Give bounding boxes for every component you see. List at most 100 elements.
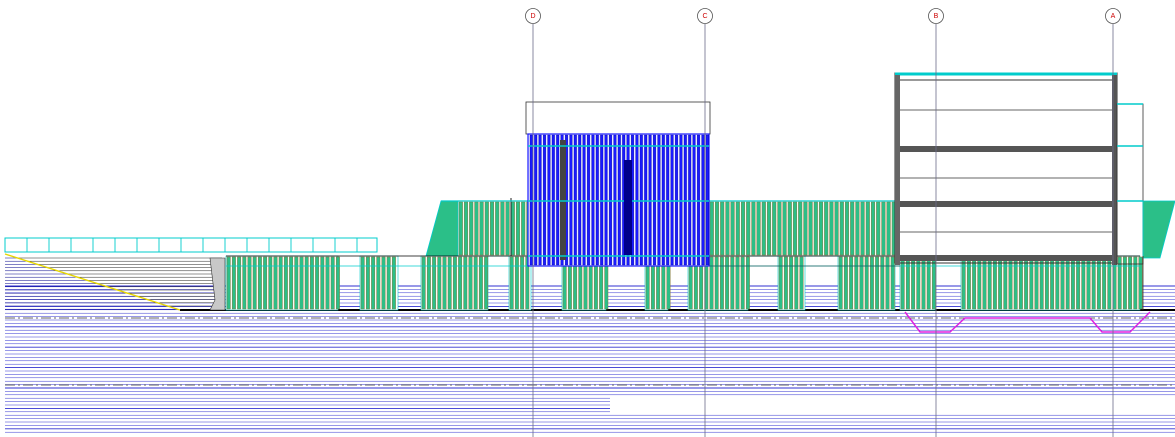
lower-facade-fin — [283, 256, 288, 310]
mid-facade-fin — [876, 201, 881, 256]
lower-facade-fin — [905, 256, 910, 310]
foundation-profile — [904, 311, 1151, 333]
lower-facade-fin — [330, 256, 335, 310]
mid-facade-fin — [829, 201, 834, 256]
balcony-column — [1116, 103, 1144, 265]
lower-facade-fin — [794, 256, 799, 310]
lower-facade-fin — [982, 256, 987, 310]
lower-facade-fin — [1034, 256, 1039, 310]
mid-facade-fin — [463, 201, 469, 256]
lower-facade-fin — [315, 256, 320, 310]
mid-facade-fin — [844, 201, 850, 256]
tower-fin — [679, 134, 683, 266]
terrace-retaining-wall — [209, 257, 226, 311]
tower-door — [624, 160, 632, 255]
tower-block — [525, 101, 711, 267]
lower-facade-fin — [714, 256, 719, 310]
grid-bubble-axis-d — [525, 8, 541, 24]
lower-facade-fin — [1122, 256, 1127, 310]
mid-facade-fin — [818, 201, 824, 256]
mid-facade-fin — [458, 201, 463, 256]
mid-facade-fin — [772, 201, 777, 256]
lower-facade-fin — [514, 256, 519, 310]
mid-facade-fin — [521, 201, 526, 256]
right-wall — [1112, 75, 1117, 265]
lower-facade-fin — [1133, 256, 1138, 310]
lower-facade-fin — [972, 256, 977, 310]
grid-label-axis-d: D — [530, 13, 535, 20]
lower-facade-fin — [437, 256, 442, 310]
lower-facade-fin — [1013, 256, 1018, 310]
tower-fin — [538, 134, 542, 266]
lower-facade-fin — [478, 256, 483, 310]
mid-facade-fin — [746, 201, 751, 256]
lower-facade-fin — [473, 256, 478, 310]
mid-facade-fin — [505, 201, 510, 256]
tower-fin — [582, 134, 586, 266]
lower-facade-fin — [1008, 256, 1013, 310]
lower-facade-fin — [992, 256, 997, 310]
mid-facade-fin — [469, 201, 474, 256]
mid-facade-fin — [886, 201, 891, 256]
lower-facade-fin — [1128, 256, 1133, 310]
lower-facade-fin — [391, 256, 396, 310]
lower-facade-fin — [1065, 256, 1070, 310]
tower-fin — [543, 134, 546, 266]
lower-facade-fin — [365, 256, 370, 310]
mid-facade-fin — [751, 201, 756, 256]
lower-facade-fin — [525, 256, 530, 310]
tower-fin — [653, 134, 656, 266]
mid-facade-fin — [495, 201, 500, 256]
lower-facade-fin — [921, 256, 926, 310]
lower-facade-fin — [931, 256, 936, 310]
lower-facade-fin — [789, 256, 794, 310]
tower-fin — [644, 134, 648, 266]
lower-facade-fin — [263, 256, 268, 310]
tower-column — [560, 140, 566, 260]
mid-facade-fin — [725, 201, 730, 256]
mid-facade-fin — [484, 201, 489, 256]
lower-facade-fin — [725, 256, 730, 310]
lower-facade-fin — [1117, 256, 1122, 310]
mid-facade-fin — [798, 201, 803, 256]
tower-fin — [551, 134, 555, 266]
tower-fin — [529, 134, 533, 266]
lower-facade-fin — [360, 256, 365, 310]
lower-facade-fin — [442, 256, 447, 310]
mid-facade-fin — [720, 201, 725, 256]
lower-facade-fin — [289, 256, 294, 310]
left-terrace — [4, 237, 378, 311]
lower-facade-fin — [299, 256, 304, 310]
lower-facade-fin — [1107, 256, 1112, 310]
lower-facade-fin — [335, 256, 340, 310]
mid-facade-fin — [834, 201, 839, 256]
mid-facade-fin — [808, 201, 813, 256]
mid-facade-fin — [510, 201, 515, 256]
tower-fin — [600, 134, 604, 266]
lower-facade-fin — [740, 256, 745, 310]
lower-facade-fin — [880, 256, 885, 310]
lower-facade-fin — [926, 256, 931, 310]
tower-fin — [604, 134, 608, 266]
lower-facade-fin — [426, 256, 431, 310]
section-block — [894, 72, 1175, 310]
lower-facade-fin — [325, 256, 330, 310]
lower-facade-fin — [468, 256, 473, 310]
lower-facade-fin — [458, 256, 463, 310]
mid-facade-fin — [850, 201, 855, 256]
lower-facade-fin — [1070, 256, 1075, 310]
tower-fin — [613, 134, 617, 266]
right-chamfer-panel — [1142, 200, 1175, 259]
mid-facade-fin — [824, 201, 829, 256]
mid-facade-fins — [457, 198, 896, 257]
lower-facade-fin — [849, 256, 854, 310]
mid-facade-fin — [870, 201, 876, 256]
tower-fin — [635, 134, 639, 266]
lower-facade-fin — [509, 256, 514, 310]
mid-facade-fin — [735, 201, 740, 256]
mid-facade-fin — [766, 201, 772, 256]
tower-fin — [666, 134, 670, 266]
lower-facade-fin — [381, 256, 386, 310]
mid-facade-fin — [813, 201, 818, 256]
